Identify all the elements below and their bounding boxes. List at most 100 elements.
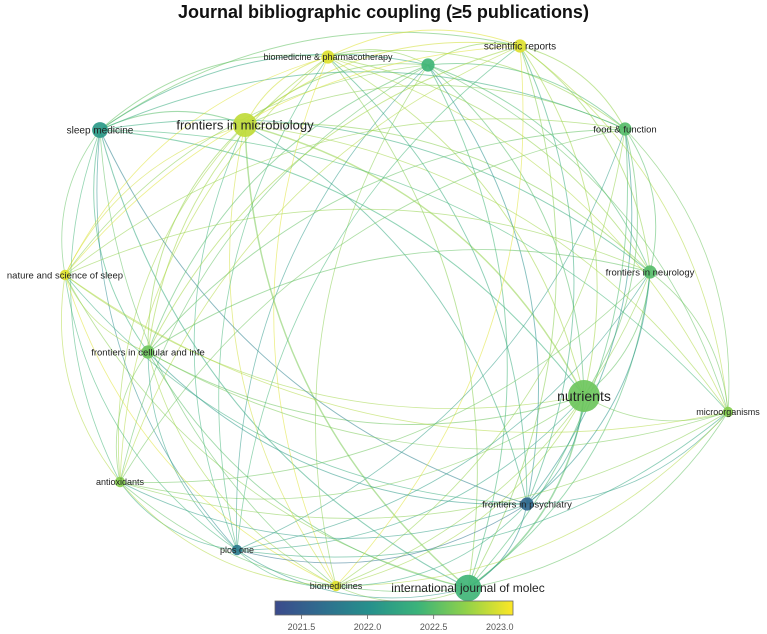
- edge-sleepmed-fcell: [93, 129, 149, 353]
- edge-scirep-nss: [64, 45, 521, 276]
- edge-food-fcell: [147, 128, 626, 353]
- node-label-plosone: plos one: [220, 545, 254, 555]
- edge-ijms-food: [467, 128, 628, 589]
- edge-nss-fneuro: [64, 208, 651, 276]
- node-fneuro[interactable]: [643, 265, 657, 279]
- edge-fmicro-scirep: [244, 41, 521, 126]
- edge-biopharm-food: [327, 49, 626, 130]
- node-label-ijms: international journal of molec: [391, 581, 544, 595]
- node-ijms[interactable]: [454, 574, 482, 602]
- node-biopharm[interactable]: [321, 50, 335, 64]
- node-label-fmicro: frontiers in microbiology: [176, 118, 314, 133]
- node-label-biopharm: biomedicine & pharmacotherapy: [263, 52, 393, 62]
- node-label-nutrients: nutrients: [557, 388, 611, 404]
- edge-food-nss: [64, 118, 626, 276]
- edge-biopharm-fneuro: [327, 56, 651, 273]
- edge-unlabeled-scirep: [427, 42, 521, 66]
- edge-microorg-plosone: [236, 411, 729, 558]
- edge-nutrients-biopharm: [327, 56, 585, 397]
- legend-tick-label: 2022.0: [354, 622, 382, 632]
- edge-unlabeled-plosone: [236, 64, 429, 551]
- edge-nss-plosone: [64, 274, 238, 551]
- edge-unlabeled-antiox: [119, 64, 429, 483]
- node-label-nss: nature and science of sleep: [7, 270, 123, 281]
- node-unlabeled[interactable]: [421, 58, 435, 72]
- node-label-biomed: biomedicines: [310, 581, 363, 591]
- node-antiox[interactable]: [114, 476, 126, 488]
- edge-fcell-plosone: [147, 351, 238, 551]
- edge-ijms-sleepmed: [99, 129, 469, 589]
- node-fcell[interactable]: [141, 345, 155, 359]
- edge-ijms-unlabeled: [427, 64, 508, 589]
- node-plosone[interactable]: [231, 544, 243, 556]
- edge-layer: [61, 29, 730, 602]
- edge-ijms-scirep: [467, 45, 557, 589]
- edge-biopharm-scirep: [327, 29, 521, 58]
- edge-nss-fpsych: [64, 274, 528, 505]
- edge-food-plosone: [236, 128, 626, 551]
- edge-biopharm-antiox: [119, 56, 329, 483]
- edge-unlabeled-biomed: [315, 64, 429, 587]
- edge-sleepmed-biomed: [99, 129, 337, 587]
- legend-tick-label: 2023.0: [486, 622, 514, 632]
- edge-unlabeled-fcell: [147, 64, 429, 353]
- edge-nutrients-food: [583, 128, 638, 397]
- edge-food-microorg: [624, 128, 730, 413]
- node-fpsych[interactable]: [520, 497, 534, 511]
- edge-unlabeled-nss: [64, 64, 429, 276]
- node-nutrients[interactable]: [568, 380, 600, 412]
- node-label-food: food & function: [593, 124, 656, 135]
- node-nss[interactable]: [59, 269, 71, 281]
- edge-fmicro-fpsych: [244, 124, 528, 505]
- edge-sleepmed-microorg: [99, 129, 729, 413]
- edge-biopharm-microorg: [327, 56, 729, 413]
- edge-scirep-food: [519, 45, 626, 130]
- edge-nutrients-microorg: [583, 395, 729, 422]
- edge-biopharm-plosone: [218, 56, 329, 551]
- edge-ijms-nss: [64, 274, 469, 589]
- edge-sleepmed-unlabeled: [99, 53, 429, 131]
- node-label-scirep: scientific reports: [484, 42, 556, 53]
- node-label-fneuro: frontiers in neurology: [606, 267, 695, 278]
- edge-nutrients-fcell: [147, 351, 585, 425]
- node-scirep[interactable]: [513, 39, 527, 53]
- node-label-fpsych: frontiers in psychiatry: [482, 499, 572, 510]
- edge-sleepmed-nss: [61, 129, 101, 276]
- edge-ijms-plosone: [236, 549, 469, 599]
- node-food[interactable]: [618, 122, 632, 136]
- edge-nutrients-biomed: [335, 395, 585, 587]
- edge-fmicro-fcell: [147, 124, 246, 353]
- edge-fneuro-plosone: [236, 271, 651, 551]
- edge-ijms-biopharm: [327, 56, 478, 589]
- edge-fmicro-biomed: [229, 124, 337, 587]
- edge-nss-microorg: [64, 274, 729, 433]
- edge-sleepmed-fneuro: [99, 119, 651, 273]
- edge-fneuro-antiox: [119, 271, 651, 483]
- edge-sleepmed-biopharm: [99, 54, 329, 131]
- edge-fcell-antiox: [115, 351, 149, 483]
- node-microorg[interactable]: [722, 406, 734, 418]
- edge-fmicro-plosone: [193, 124, 246, 551]
- edge-microorg-antiox: [119, 411, 729, 519]
- node-label-microorg: microorganisms: [696, 407, 760, 417]
- node-label-sleepmed: sleep medicine: [67, 126, 134, 137]
- edge-fmicro-antiox: [117, 124, 246, 483]
- edge-antiox-fpsych: [119, 481, 528, 539]
- edge-ijms-fneuro: [467, 271, 651, 589]
- legend-tick-label: 2022.5: [420, 622, 448, 632]
- node-sleepmed[interactable]: [92, 122, 108, 138]
- edge-food-biomed: [335, 128, 626, 587]
- node-label-antiox: antioxidants: [96, 477, 145, 487]
- edge-sleepmed-fpsych: [99, 129, 528, 505]
- node-biomed[interactable]: [330, 580, 342, 592]
- legend-color-bar: [274, 600, 514, 616]
- edge-antiox-plosone: [119, 481, 238, 551]
- edge-ijms-microorg: [467, 411, 729, 589]
- edge-fneuro-biomed: [335, 271, 651, 587]
- edge-sleepmed-scirep: [99, 31, 521, 131]
- node-fmicro[interactable]: [233, 113, 257, 137]
- edge-food-fneuro: [624, 128, 657, 273]
